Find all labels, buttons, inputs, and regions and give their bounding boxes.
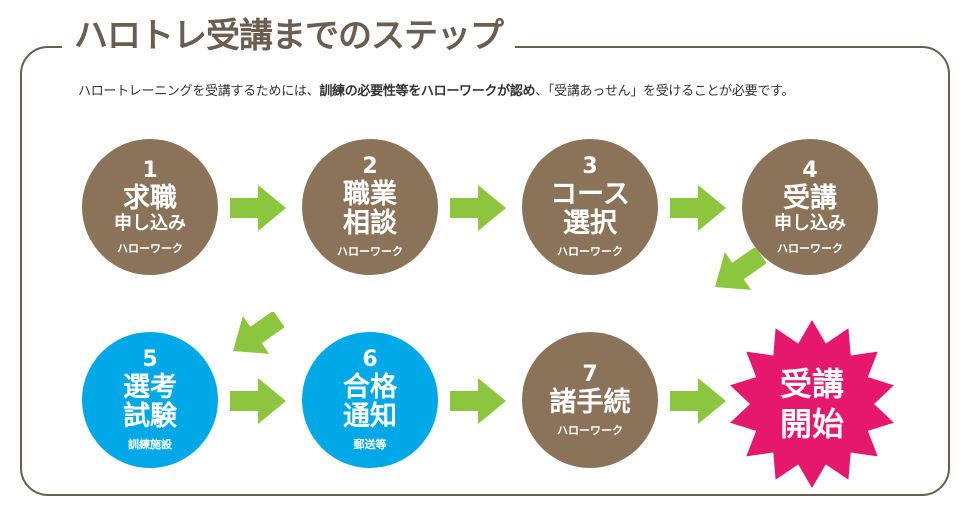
- arrow-right-icon: [230, 185, 286, 231]
- step-note: 訓練施設: [128, 438, 172, 451]
- step-5-circle: 5 選考 試験 訓練施設: [82, 332, 218, 468]
- step-subtitle: 申し込み: [114, 212, 186, 234]
- step-number: 3: [582, 154, 598, 179]
- step-number: 6: [362, 347, 378, 372]
- step-4-circle: 4 受講 申し込み ハローワーク: [742, 139, 878, 275]
- step-1-circle: 1 求職 申し込み ハローワーク: [82, 139, 218, 275]
- step-note: 郵送等: [353, 438, 387, 451]
- step-note: ハローワーク: [337, 245, 403, 258]
- starburst-badge: [730, 320, 894, 488]
- step-title: 求職: [123, 182, 177, 214]
- step-number: 5: [142, 347, 158, 372]
- step-number: 4: [802, 157, 818, 183]
- step-title-line-2: 相談: [343, 208, 397, 239]
- arrow-down-left-icon: [233, 312, 284, 354]
- final-step-badge: 受講 開始: [726, 318, 898, 490]
- step-title-line-2: 通知: [343, 401, 397, 432]
- step-title-line-1: 選考: [123, 372, 177, 403]
- subtitle-bold-text: 訓練の必要性等をハローワークが認め: [319, 84, 536, 99]
- step-subtitle: 申し込み: [774, 212, 846, 234]
- subtitle-text-1: ハロートレーニングを受講するためには、: [78, 84, 320, 99]
- step-3-circle: 3 コース 選択 ハローワーク: [522, 139, 658, 275]
- subtitle: ハロートレーニングを受講するためには、訓練の必要性等をハローワークが認め、「受講…: [78, 80, 794, 99]
- final-step-line-1: 受講: [779, 365, 844, 403]
- page-title: ハロトレ受講までのステップ: [74, 16, 504, 56]
- step-title-line-2: 試験: [123, 401, 177, 432]
- step-number: 7: [582, 361, 598, 387]
- arrow-right-icon: [450, 185, 506, 231]
- step-title-line-1: 合格: [343, 372, 397, 403]
- step-2-circle: 2 職業 相談 ハローワーク: [302, 139, 438, 275]
- step-title-line-1: 職業: [343, 179, 397, 210]
- step-number: 2: [362, 154, 378, 179]
- arrow-down-left-icon: [715, 248, 766, 290]
- step-number: 1: [142, 157, 158, 183]
- step-note: ハローワーク: [777, 241, 843, 255]
- arrow-right-icon: [450, 378, 506, 424]
- title-area: ハロトレ受講までのステップ: [62, 14, 515, 58]
- step-7-circle: 7 諸手続 ハローワーク: [522, 332, 658, 468]
- step-title: 諸手続: [549, 386, 631, 418]
- step-note: ハローワーク: [117, 241, 183, 255]
- step-6-circle: 6 合格 通知 郵送等: [302, 332, 438, 468]
- final-step-line-2: 開始: [779, 405, 844, 443]
- step-title: 受講: [783, 182, 837, 214]
- subtitle-text-2: 、「受講あっせん」を受けることが必要です。: [535, 84, 795, 99]
- step-title-line-1: コース: [550, 179, 630, 210]
- arrow-right-icon: [670, 185, 726, 231]
- arrow-right-icon: [230, 378, 286, 424]
- step-note: ハローワーク: [557, 245, 623, 258]
- step-note: ハローワーク: [557, 423, 623, 437]
- arrow-right-icon: [670, 378, 726, 424]
- step-title-line-2: 選択: [563, 208, 617, 239]
